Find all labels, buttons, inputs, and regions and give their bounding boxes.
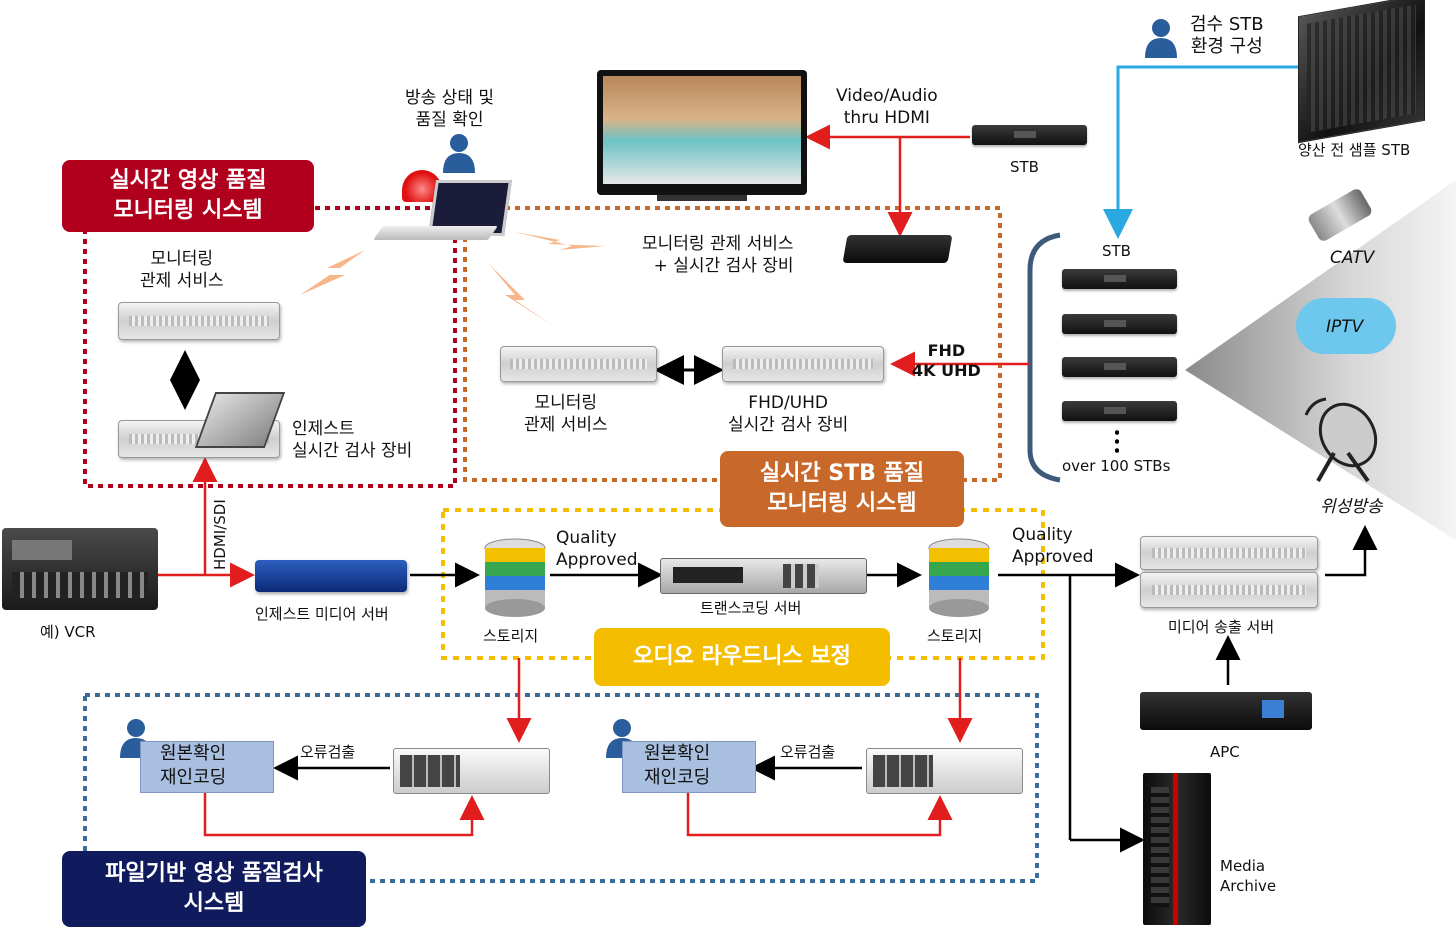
stb-top-label: STB (1010, 158, 1039, 176)
database-icon (928, 538, 990, 617)
vcr-label: 예) VCR (40, 623, 96, 641)
vcr-icon (2, 528, 158, 610)
lightning-3 (488, 263, 552, 325)
stb-icon (1062, 269, 1177, 289)
monitor-realtime-label: 모니터링 관제 서비스 + 실시간 검사 장비 (642, 234, 794, 276)
error-detect-label-1: 오류검출 (300, 743, 356, 761)
ingest-device-label: 인제스트 실시간 검사 장비 (292, 419, 413, 461)
recode-label-1: 원본확인 재인코딩 (160, 743, 227, 788)
video-audio-label: Video/Audio thru HDMI (836, 86, 938, 128)
laptop-base (373, 226, 498, 240)
catv-label: CATV (1330, 248, 1375, 268)
audio-loudness-box: 오디오 라우드니스 보정 (594, 628, 890, 686)
file-based-box: 파일기반 영상 품질검사 시스템 (62, 851, 366, 927)
recode-box-2 (622, 741, 756, 793)
file-region (83, 693, 1039, 883)
over-100-label: over 100 STBs (1062, 457, 1171, 475)
media-archive-label: Media Archive (1220, 857, 1277, 895)
tv-icon (597, 70, 807, 201)
server-icon (118, 302, 280, 340)
iptv-label: IPTV (1326, 317, 1364, 337)
inspect-env-label: 검수 STB 환경 구성 (1190, 14, 1264, 57)
stb-bracket (1027, 232, 1061, 483)
satellite-dish-icon (1304, 397, 1378, 483)
stb-icon (1062, 357, 1177, 377)
transcoding-server-icon (660, 558, 867, 594)
server-icon (1140, 572, 1318, 608)
stb-list-label: STB (1102, 242, 1131, 260)
server-icon (1140, 536, 1318, 570)
database-icon (484, 538, 546, 617)
satellite-label: 위성방송 (1320, 497, 1383, 517)
ingest-media-label: 인제스트 미디어 서버 (255, 605, 389, 623)
stb-icon (1062, 314, 1177, 334)
fhd-uhd-device-label: FHD/UHD 실시간 검사 장비 (728, 393, 849, 435)
server-icon (393, 748, 550, 794)
storage-label-1: 스토리지 (483, 627, 539, 645)
lightning-1 (300, 250, 365, 295)
storage-label-2: 스토리지 (927, 627, 983, 645)
cloud-icon (1296, 298, 1396, 354)
quality-approved-label-2: Quality Approved (1012, 525, 1094, 567)
source-fan (1185, 180, 1456, 540)
apc-label: APC (1210, 743, 1240, 761)
realtime-system-box: 실시간 영상 품질 모니터링 시스템 (62, 160, 314, 232)
ellipsis-dots (1115, 428, 1119, 456)
stb-quality-box: 실시간 STB 품질 모니터링 시스템 (720, 451, 964, 527)
recode-box-1 (140, 741, 274, 793)
person-icon (1145, 19, 1177, 58)
pre-sample-label: 양산 전 샘플 STB (1298, 141, 1411, 159)
stb-icon (1062, 401, 1177, 421)
server-icon (722, 346, 884, 382)
error-detect-label-2: 오류검출 (780, 743, 836, 761)
fhd-4k-label: FHD 4K UHD (912, 341, 981, 380)
container-icon (1298, 0, 1425, 144)
archive-rack-icon (1143, 773, 1211, 925)
ingest-media-server-icon (255, 560, 407, 592)
lightning-2 (515, 232, 605, 250)
transcoding-label: 트랜스코딩 서버 (700, 599, 802, 617)
person-icon (443, 134, 475, 173)
hdmi-sdi-label: HDMI/SDI (211, 499, 229, 570)
ups-icon (1140, 692, 1312, 730)
media-tx-label: 미디어 송출 서버 (1168, 618, 1275, 636)
monitor-service-label-1: 모니터링 관제 서비스 (140, 249, 224, 291)
monitor-service-label-2: 모니터링 관제 서비스 (524, 393, 608, 435)
stb-icon (972, 125, 1087, 145)
mini-pc-icon (842, 235, 953, 263)
quality-approved-label-1: Quality Approved (556, 528, 638, 570)
server-icon (500, 346, 657, 382)
server-icon (866, 748, 1023, 794)
broadcast-check-label: 방송 상태 및 품질 확인 (405, 88, 495, 130)
recode-label-2: 원본확인 재인코딩 (644, 743, 711, 788)
